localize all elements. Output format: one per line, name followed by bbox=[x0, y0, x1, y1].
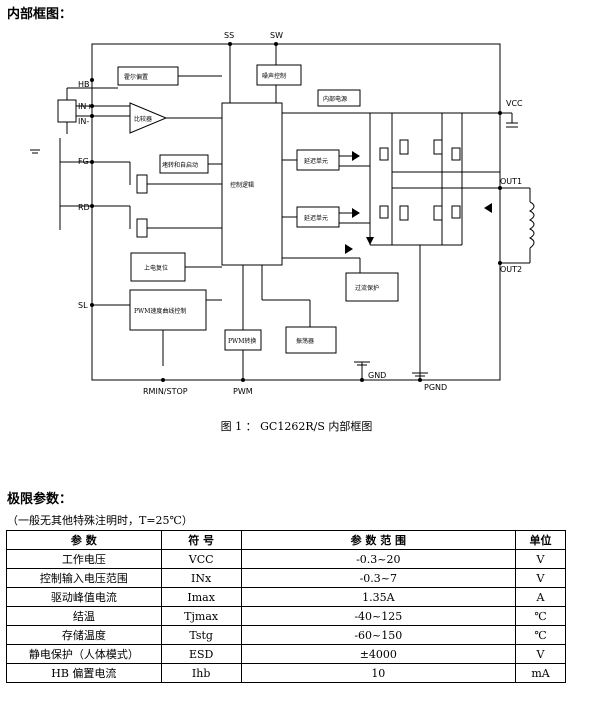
label-delay2: 延迟单元 bbox=[304, 214, 328, 222]
label-ctrl-logic: 控制逻辑 bbox=[230, 181, 254, 189]
label-hall-bias: 霍尔偏置 bbox=[124, 73, 148, 81]
limits-note: （一般无其他特殊注明时，T=25℃） bbox=[7, 514, 193, 527]
cell-range: -40~125 bbox=[240, 606, 517, 626]
pin-in-minus: IN- bbox=[78, 117, 89, 126]
pin-pwm: PWM bbox=[233, 387, 253, 396]
cell-param: 静电保护（人体模式） bbox=[6, 644, 162, 664]
label-noise-ctrl: 噪声控制 bbox=[262, 72, 286, 80]
pin-gnd: GND bbox=[368, 371, 386, 380]
cell-param: 结温 bbox=[6, 606, 162, 626]
cell-symbol: Ihb bbox=[160, 663, 242, 683]
header-unit: 单位 bbox=[515, 530, 566, 550]
chip-outline bbox=[91, 43, 501, 381]
pin-sw: SW bbox=[270, 31, 283, 40]
cell-range: 10 bbox=[240, 663, 517, 683]
cell-range: ±4000 bbox=[240, 644, 517, 664]
cell-symbol: ESD bbox=[160, 644, 242, 664]
label-oscillator: 振荡器 bbox=[296, 337, 314, 345]
label-pwm-conv: PWM转换 bbox=[228, 337, 256, 345]
cell-unit: V bbox=[515, 644, 566, 664]
cell-symbol: Tstg bbox=[160, 625, 242, 645]
limits-heading: 极限参数： bbox=[7, 492, 73, 507]
cell-symbol: Imax bbox=[160, 587, 242, 607]
noise-ctrl-block bbox=[256, 64, 302, 86]
cell-unit: mA bbox=[515, 663, 566, 683]
header-symbol: 符 号 bbox=[160, 530, 242, 550]
cell-range: 1.35A bbox=[240, 587, 517, 607]
motor-coil bbox=[528, 201, 535, 249]
pwm-curve-block bbox=[129, 289, 207, 331]
comparator-symbol bbox=[129, 102, 168, 134]
cell-unit: ℃ bbox=[515, 625, 566, 645]
label-power-reset: 上电复位 bbox=[144, 264, 168, 272]
table-header-row: 参 数 符 号 参 数 范 围 单位 bbox=[6, 530, 566, 550]
cell-unit: A bbox=[515, 587, 566, 607]
block-diagram: HB IN+ IN- FG RD SL SS SW VCC OUT1 OUT2 … bbox=[30, 31, 535, 396]
ocp-block bbox=[345, 272, 399, 302]
header-range: 参 数 范 围 bbox=[240, 530, 517, 550]
pin-rd: RD bbox=[78, 203, 90, 212]
cell-range: -0.3~7 bbox=[240, 568, 517, 588]
pin-ss: SS bbox=[224, 31, 234, 40]
pin-sl: SL bbox=[78, 301, 88, 310]
pin-pgnd: PGND bbox=[424, 383, 447, 392]
cell-param: 工作电压 bbox=[6, 549, 162, 569]
label-pwm-curve: PWM速度曲线控制 bbox=[134, 307, 186, 315]
pin-hb: HB bbox=[78, 80, 90, 89]
int-power-block bbox=[317, 89, 361, 107]
cell-unit: V bbox=[515, 549, 566, 569]
cell-range: -0.3~20 bbox=[240, 549, 517, 569]
label-lock-restart: 堵转和自启动 bbox=[162, 161, 198, 169]
pin-in-plus: IN+ bbox=[78, 102, 93, 111]
cell-param: 驱动峰值电流 bbox=[6, 587, 162, 607]
hall-sensor bbox=[57, 99, 77, 123]
pin-fg: FG bbox=[78, 157, 89, 166]
label-delay1: 延迟单元 bbox=[304, 157, 328, 165]
cell-symbol: INx bbox=[160, 568, 242, 588]
cell-symbol: VCC bbox=[160, 549, 242, 569]
label-int-power: 内部电源 bbox=[323, 95, 347, 103]
pin-out2: OUT2 bbox=[500, 265, 522, 274]
figure-caption: 图 1 ： GC1262R/S 内部框图 bbox=[220, 420, 373, 433]
pin-rmin-stop: RMIN/STOP bbox=[143, 387, 188, 396]
cell-unit: ℃ bbox=[515, 606, 566, 626]
cell-range: -60~150 bbox=[240, 625, 517, 645]
cell-param: 存储温度 bbox=[6, 625, 162, 645]
cell-param: 控制输入电压范围 bbox=[6, 568, 162, 588]
pin-vcc: VCC bbox=[506, 99, 523, 108]
label-comparator: 比较器 bbox=[134, 115, 152, 123]
cell-unit: V bbox=[515, 568, 566, 588]
pin-out1: OUT1 bbox=[500, 177, 522, 186]
label-ocp: 过流保护 bbox=[355, 284, 379, 292]
header-param: 参 数 bbox=[6, 530, 162, 550]
block-diagram-heading: 内部框图： bbox=[7, 7, 73, 22]
oscillator-block bbox=[285, 326, 337, 354]
cell-param: HB 偏置电流 bbox=[6, 663, 162, 683]
cell-symbol: Tjmax bbox=[160, 606, 242, 626]
